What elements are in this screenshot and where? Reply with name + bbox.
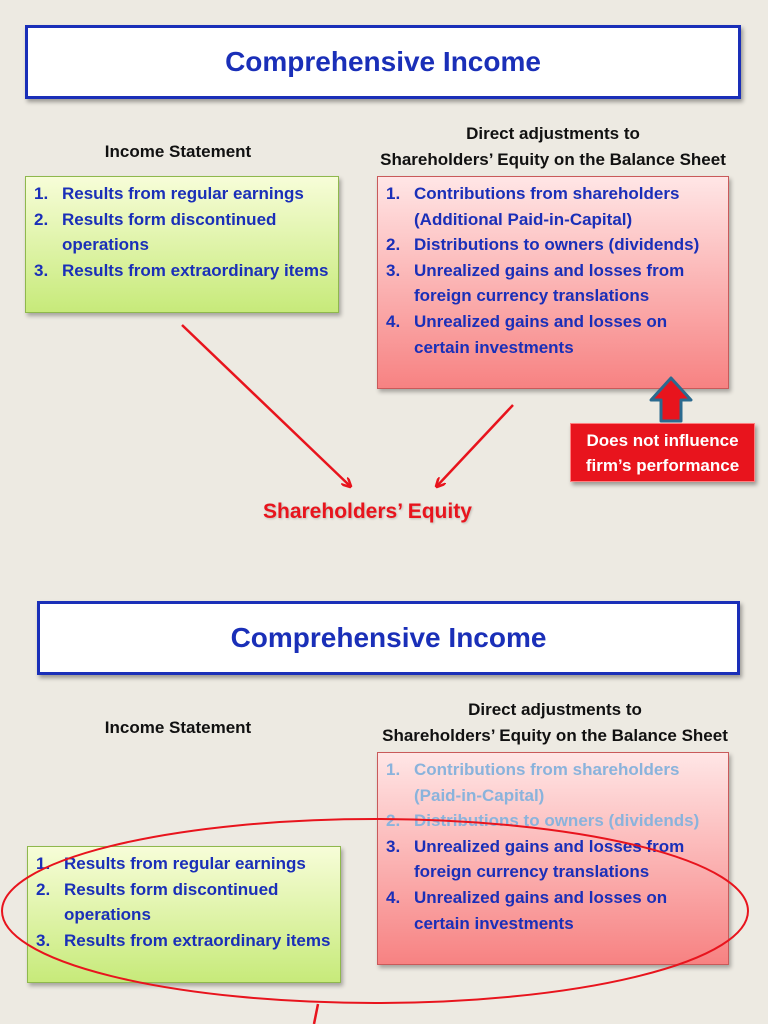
list-item: 2.Results form discontinued operations [34,209,277,255]
income-statement-box: 1.Results from regular earnings 2.Result… [25,176,339,313]
slide-2-title: Comprehensive Income [37,601,740,675]
list-item: 1.Contributions from shareholders (Paid-… [386,760,680,805]
list-item: 1.Contributions from shareholders (Addit… [386,184,680,229]
list-item: 2.Distributions to owners (dividends) [386,235,700,255]
ellipse-pointer-line [312,1003,320,1024]
slide-1-title: Comprehensive Income [25,25,741,99]
direct-adjustments-heading: Direct adjustments to Shareholders’ Equi… [382,700,728,745]
slide-2-title-text: Comprehensive Income [230,622,547,653]
direct-items-list: 1.Contributions from shareholders (Paid-… [386,757,720,936]
income-statement-heading: Income Statement [104,718,252,737]
list-item: 3.Results from extraordinary items [34,260,329,280]
list-item: 2.Results form discontinued operations [36,879,279,925]
list-item: 1.Results from regular earnings [34,184,304,203]
shareholders-equity-label: Shareholders’ Equity [263,500,472,523]
direct-items-list: 1.Contributions from shareholders (Addit… [386,181,720,360]
slide-2: Comprehensive Income Income Statement Di… [0,576,768,1024]
list-item: 3.Results from extraordinary items [36,930,331,950]
list-item: 1.Results from regular earnings [36,854,306,873]
income-items-list: 1.Results from regular earnings 2.Result… [36,851,332,953]
income-items-list: 1.Results from regular earnings 2.Result… [34,181,330,283]
list-item: 4.Unrealized gains and losses on certain… [386,887,668,933]
list-item: 4.Unrealized gains and losses on certain… [386,311,668,357]
income-to-equity-arrow [181,324,350,486]
slide-1: Comprehensive Income Income Statement Di… [25,25,755,523]
direct-adjustments-box: 1.Contributions from shareholders (Paid-… [377,752,729,965]
list-item: 2.Distributions to owners (dividends) [386,811,700,831]
income-statement-heading: Income Statement [104,142,252,161]
direct-adjustments-box: 1.Contributions from shareholders (Addit… [377,176,729,389]
income-statement-box: 1.Results from regular earnings 2.Result… [27,846,341,983]
list-item: 3.Unrealized gains and losses from forei… [386,260,685,306]
direct-adjustments-heading: Direct adjustments to Shareholders’ Equi… [380,124,726,169]
list-item: 3.Unrealized gains and losses from forei… [386,836,685,882]
slide-1-title-text: Comprehensive Income [225,46,541,77]
direct-to-equity-arrow [437,404,514,486]
performance-note: Does not influence firm’s performance [570,423,755,482]
